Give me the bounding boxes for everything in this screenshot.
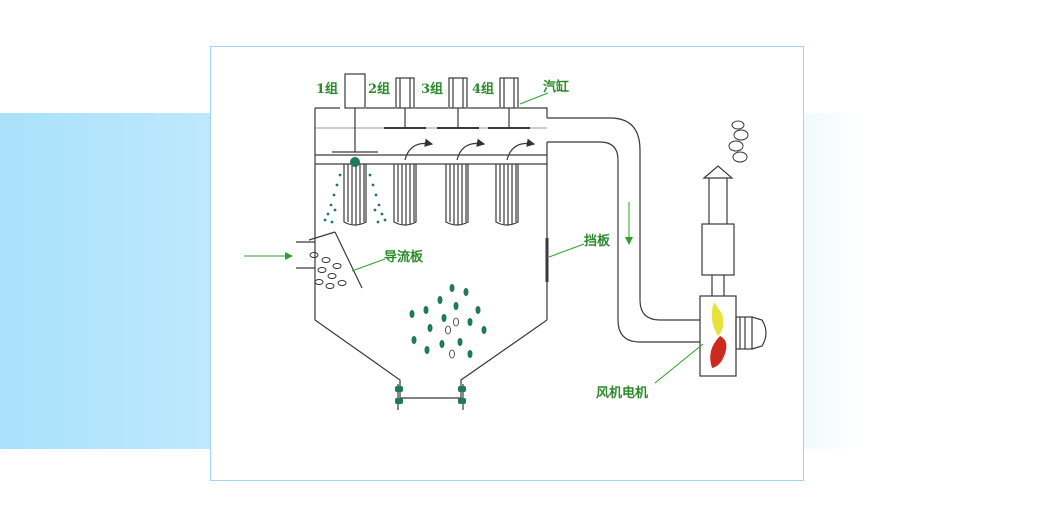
falling-dust [409,284,487,358]
group-3-label: 3组 [421,81,443,97]
group-2-label: 2组 [368,81,390,97]
diagram-frame [210,46,804,481]
backdrop-right [793,113,863,449]
fan-motor-leader-line [654,343,704,384]
fan-blades [710,302,727,368]
outlet-duct [547,117,700,343]
fan-motor-label: 风机电机 [596,385,648,401]
baffle-leader-line [548,243,585,258]
group-1-label: 1组 [316,81,338,97]
cylinder-leader-line [519,92,549,105]
filter-bag-4 [495,164,519,226]
airflow-curves [404,138,536,161]
filter-bag-2 [393,164,417,226]
flange-bolts [395,386,466,404]
nozzle [350,157,360,167]
filter-bag-1 [343,164,367,226]
baffle-label: 挡板 [584,233,611,249]
fan-motor-housing [699,295,767,377]
inlet-deflector [296,231,363,289]
inlet-particles [309,252,347,289]
filter-bag-3 [445,164,469,226]
pulse-spray [323,173,387,224]
exhaust-stack [701,165,735,296]
backdrop-left [0,113,221,449]
deflector-label: 导流板 [384,249,424,265]
smoke-spiral [728,120,749,163]
cylinder-label: 汽缸 [543,79,569,95]
deflector-leader-line [351,258,386,272]
group-4-label: 4组 [472,81,494,97]
cylinder-group-2 [384,77,426,129]
cylinder-group-1 [332,73,378,153]
cylinder-group-4 [488,77,530,129]
falling-dust-outlined [445,317,459,359]
cylinder-group-3 [437,77,479,129]
hopper-flanges [397,384,464,410]
filter-bags [343,164,519,226]
